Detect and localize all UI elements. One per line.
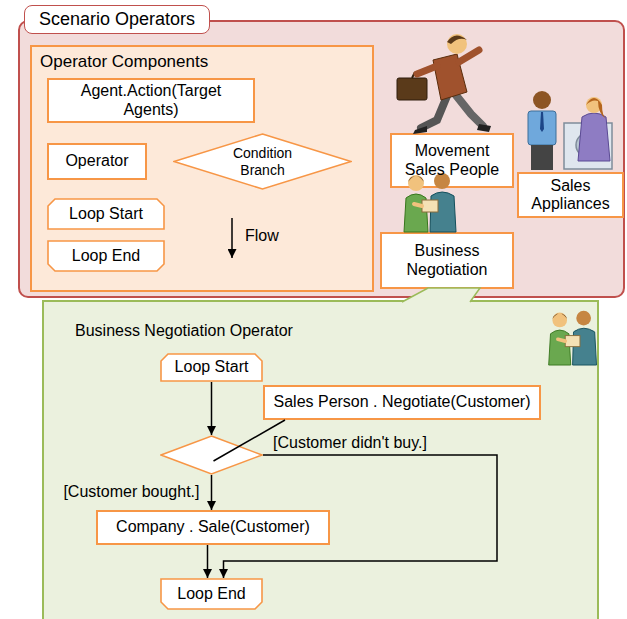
art-part — [540, 112, 544, 132]
branch-label: [Customer bought.] — [61, 483, 201, 501]
art-part — [477, 124, 491, 132]
outline — [161, 436, 262, 474]
flow-connector — [224, 455, 498, 578]
node-label: Sales Appliances — [524, 177, 617, 214]
flow-connector — [207, 545, 209, 578]
operator-panel: Business Negotiation OperatorLoop StartS… — [42, 300, 599, 619]
node-label: Movement Sales People — [397, 142, 507, 179]
art-part — [433, 54, 467, 100]
art-part — [455, 94, 483, 126]
flow-connector — [211, 475, 213, 510]
loop-end: Loop End — [160, 578, 263, 610]
loop-end: Loop End — [47, 240, 165, 272]
art-part — [531, 145, 553, 170]
art-part — [447, 34, 467, 54]
art-part — [417, 66, 437, 74]
negotiation-art-small — [549, 311, 597, 365]
negotiation-art — [404, 173, 456, 232]
panel-title: Business Negotiation Operator — [75, 322, 293, 340]
scenario-panel: Scenario OperatorsOperator ComponentsAge… — [18, 20, 625, 298]
label-box: Sales Appliances — [517, 172, 624, 218]
running-salesman — [397, 34, 491, 134]
decision-diamond: Condition Branch — [173, 133, 352, 190]
node-label: Condition Branch — [223, 145, 303, 177]
decision-diamond-outline — [160, 435, 263, 475]
label-box: Business Negotiation — [380, 232, 514, 289]
art-part — [533, 91, 551, 109]
label-box: Movement Sales People — [390, 133, 514, 188]
action-box: Agent.Action(Target Agents) — [47, 78, 255, 123]
art-part — [528, 111, 556, 145]
loop-start: Loop Start — [47, 198, 165, 230]
node-label: Company . Sale(Customer) — [116, 518, 310, 536]
art-part — [564, 123, 612, 169]
node-label: Sales Person . Negotiate(Customer) — [274, 393, 531, 411]
branch-label: [Customer didn't buy.] — [271, 434, 429, 452]
outline — [161, 354, 262, 381]
flow-arrow — [231, 218, 233, 258]
art-part — [397, 78, 427, 100]
node-label: Operator — [65, 152, 128, 170]
outline — [48, 199, 164, 229]
flow-connector — [211, 382, 213, 435]
callout-wedge — [402, 288, 480, 302]
operator-box: Operator — [47, 143, 147, 180]
loop-start: Loop Start — [160, 353, 263, 382]
art-part — [413, 126, 427, 134]
node-label: Loop End — [72, 247, 141, 265]
node-label: Agent.Action(Target Agents) — [54, 82, 248, 119]
node-label: Loop Start — [175, 358, 249, 376]
node-label: Loop End — [177, 585, 246, 603]
decision-diamond — [160, 435, 263, 475]
components-panel: Operator ComponentsAgent.Action(Target A… — [30, 45, 374, 292]
node-label: Loop Start — [69, 205, 143, 223]
outline — [161, 579, 262, 609]
flow-label: Flow — [245, 227, 279, 245]
art-part — [586, 97, 602, 113]
art-part — [421, 96, 447, 128]
outline — [48, 241, 164, 271]
art-part — [576, 133, 600, 157]
art-part — [586, 98, 606, 119]
art-part — [404, 173, 456, 232]
art-part — [549, 311, 597, 365]
art-part — [412, 72, 415, 78]
outline — [174, 134, 351, 189]
art-part — [459, 50, 479, 62]
panel-title: Scenario Operators — [24, 5, 210, 34]
process-box: Company . Sale(Customer) — [96, 510, 330, 545]
art-part — [447, 35, 467, 44]
process-box: Sales Person . Negotiate(Customer) — [263, 385, 541, 420]
art-part — [578, 113, 610, 161]
sales-appliances-art — [528, 91, 612, 170]
node-label: Business Negotiation — [387, 242, 507, 279]
panel-title: Operator Components — [40, 52, 208, 72]
